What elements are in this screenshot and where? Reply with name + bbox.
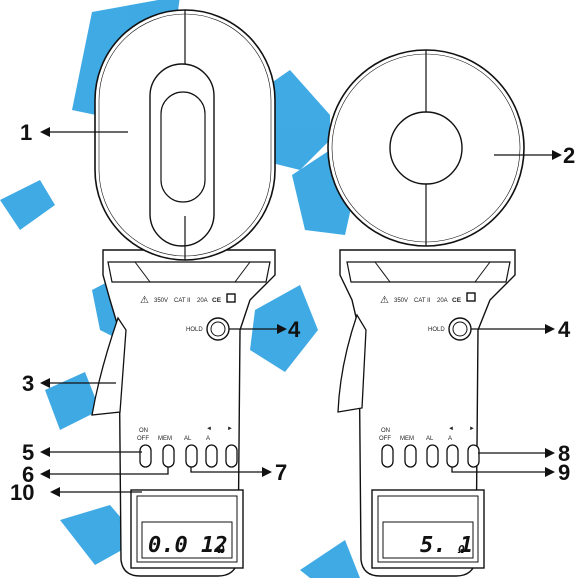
left-marking-ce: CE xyxy=(212,297,222,304)
right-label-right-arrow: ► xyxy=(469,426,475,432)
left-marking-category: CAT II xyxy=(174,298,191,304)
right-jaw-opening xyxy=(389,111,463,185)
left-neck-groove xyxy=(134,261,251,283)
right-hold-button-cap xyxy=(452,321,468,337)
left-neck-band xyxy=(107,261,271,283)
right-warning-symbol: ⚠ xyxy=(380,295,389,306)
left-label-mem: MEM xyxy=(158,436,172,442)
right-meter: ⚠ 350V CAT II 20A CE HOLD ON OFF MEM AL … xyxy=(327,49,525,577)
left-label-a: A xyxy=(206,436,210,442)
left-al-button[interactable] xyxy=(185,444,198,468)
right-display-lcd xyxy=(382,521,474,559)
left-label-on: ON xyxy=(139,428,148,434)
left-label-right-arrow: ► xyxy=(227,426,233,432)
left-marking-current: 20A xyxy=(197,298,208,304)
leader-line-7 xyxy=(190,467,272,477)
left-right-button[interactable] xyxy=(225,444,238,468)
callout-4-left: 4 xyxy=(288,317,301,342)
callout-1: 1 xyxy=(20,120,32,145)
right-mem-button[interactable] xyxy=(404,444,417,468)
right-double-insulation-icon xyxy=(466,292,476,302)
right-hold-label: HOLD xyxy=(428,327,445,333)
right-al-button[interactable] xyxy=(426,444,439,468)
left-display-unit: Ω xyxy=(217,543,225,556)
watermark-shape xyxy=(300,540,360,578)
left-hold-button-cap xyxy=(210,321,226,337)
right-display-value: 5. 1 xyxy=(420,533,473,558)
left-jaw-slot-inner xyxy=(160,91,206,203)
left-label-al: AL xyxy=(184,436,192,442)
left-hold-label: HOLD xyxy=(186,327,203,333)
watermark-shape xyxy=(45,372,100,430)
right-marking-current: 20A xyxy=(437,298,448,304)
right-label-left-arrow: ◄ xyxy=(448,426,454,432)
right-marking-voltage: 350V xyxy=(394,298,408,304)
leader-line-9 xyxy=(451,467,555,477)
callout-6: 6 xyxy=(22,462,34,487)
left-mem-button[interactable] xyxy=(162,444,175,468)
callout-10: 10 xyxy=(10,480,34,505)
right-label-off: OFF xyxy=(379,436,391,442)
left-onoff-button[interactable] xyxy=(139,444,152,468)
callout-3: 3 xyxy=(22,371,34,396)
right-right-button[interactable] xyxy=(467,444,480,468)
left-warning-symbol: ⚠ xyxy=(140,295,149,306)
right-display-unit: Ω xyxy=(457,543,465,556)
right-label-on: ON xyxy=(381,428,390,434)
callout-5: 5 xyxy=(22,440,34,465)
left-label-left-arrow: ◄ xyxy=(206,426,212,432)
right-neck-groove xyxy=(374,261,491,283)
callout-9: 9 xyxy=(558,460,570,485)
callout-7: 7 xyxy=(275,460,287,485)
left-a-button[interactable] xyxy=(205,444,218,468)
left-label-off: OFF xyxy=(137,436,149,442)
right-neck-band xyxy=(346,261,511,283)
callouts: 1 2 3 4 4 5 6 7 8 9 10 xyxy=(10,120,575,505)
callout-4-right: 4 xyxy=(558,317,571,342)
leader-line-6 xyxy=(40,467,169,479)
right-label-mem: MEM xyxy=(400,436,414,442)
left-display-value: 0.0 12 xyxy=(148,533,227,558)
left-trigger xyxy=(91,316,127,416)
left-meter: ⚠ 350V CAT II 20A CE HOLD ON OFF MEM AL … xyxy=(91,9,276,577)
callout-2: 2 xyxy=(563,143,575,168)
right-onoff-button[interactable] xyxy=(381,444,394,468)
callout-8: 8 xyxy=(558,441,570,466)
right-trigger xyxy=(337,313,367,413)
right-label-al: AL xyxy=(426,436,434,442)
right-label-a: A xyxy=(448,436,452,442)
watermark-shape xyxy=(0,180,55,230)
left-display-lcd xyxy=(141,521,233,559)
right-a-button[interactable] xyxy=(446,444,459,468)
left-double-insulation-icon xyxy=(226,293,236,303)
right-marking-category: CAT II xyxy=(414,298,431,304)
left-marking-voltage: 350V xyxy=(154,298,168,304)
right-marking-ce: CE xyxy=(452,297,462,304)
